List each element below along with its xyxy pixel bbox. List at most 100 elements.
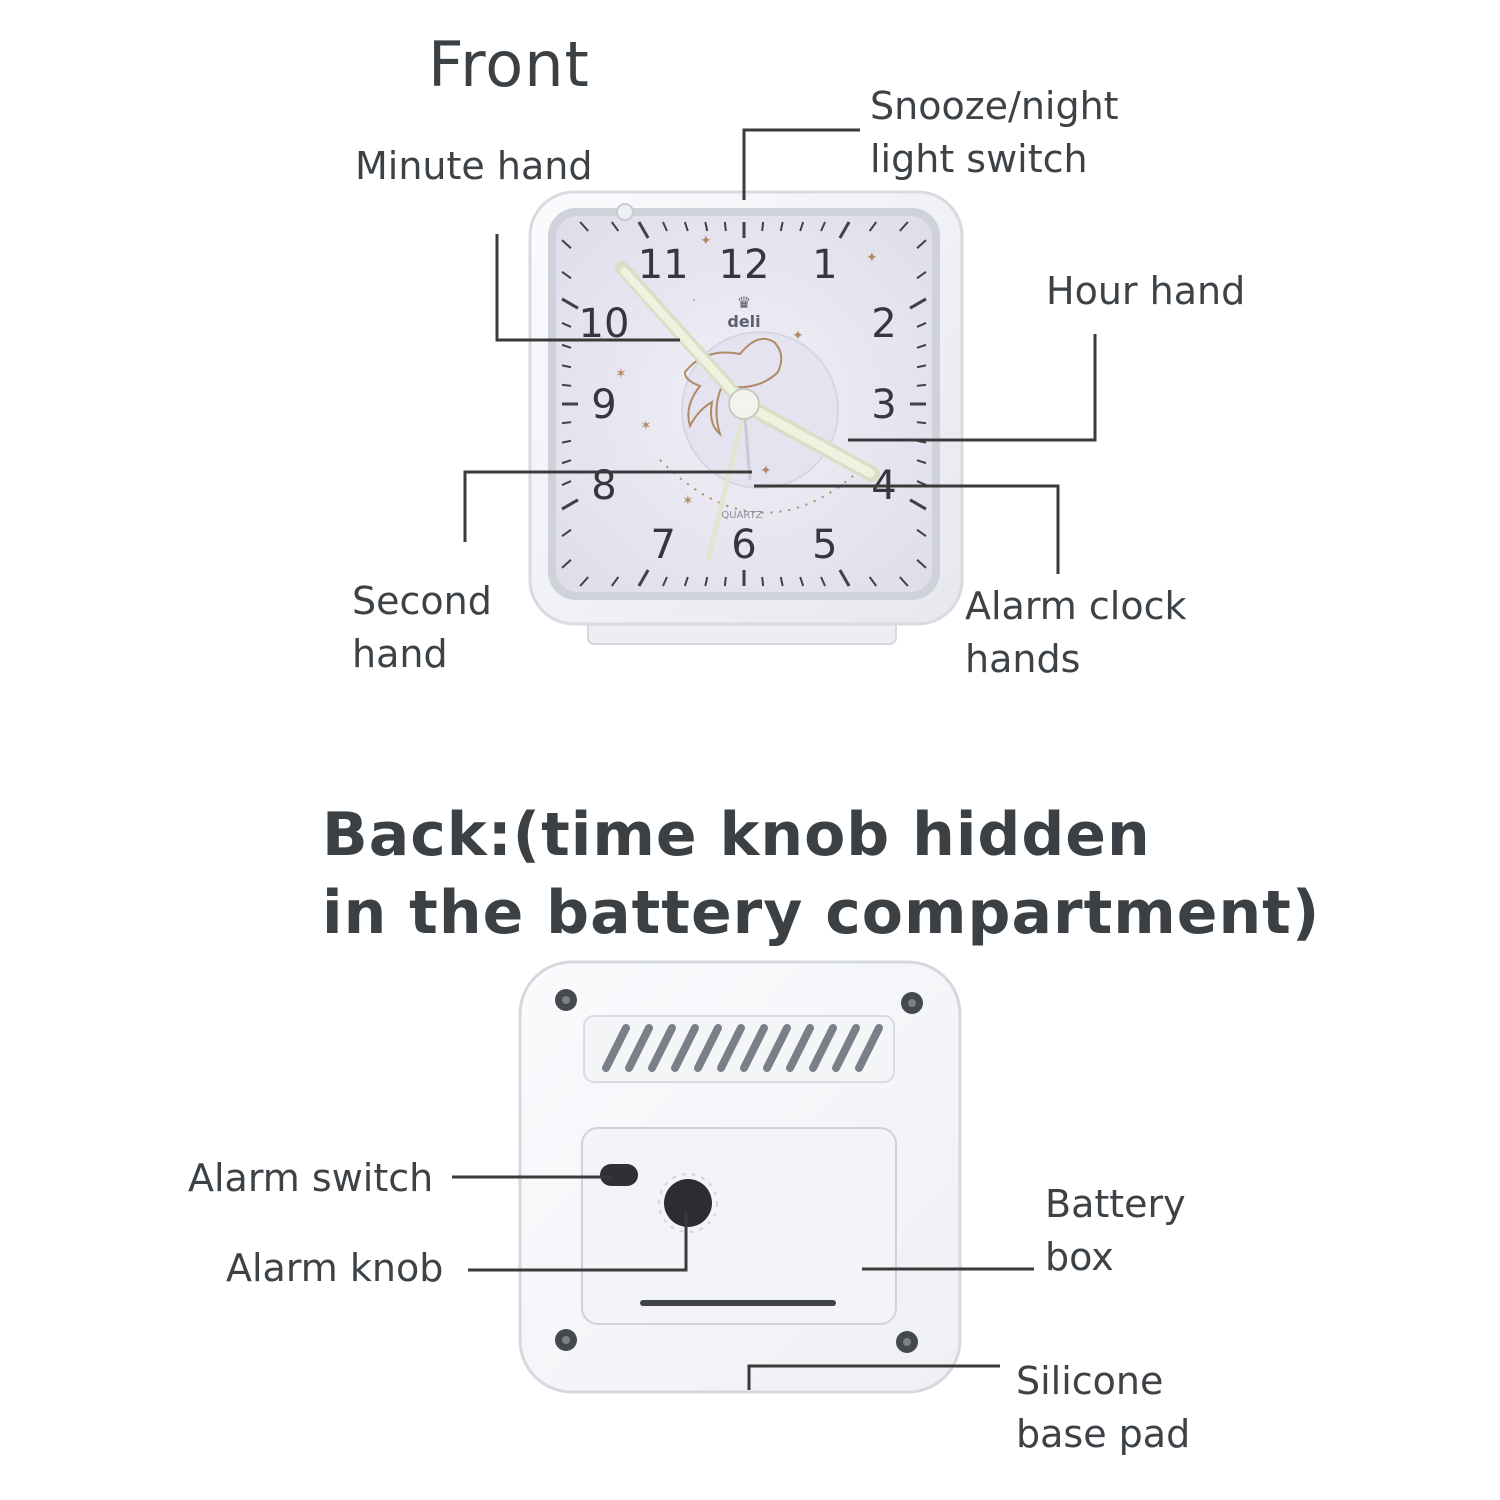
dial-tick bbox=[683, 576, 689, 587]
dial-tick bbox=[561, 439, 572, 444]
dial-tick bbox=[561, 322, 572, 328]
second-hand-label: Second hand bbox=[352, 579, 492, 677]
alarm-hands-leader bbox=[754, 484, 1060, 574]
dial-tick bbox=[909, 297, 927, 310]
cat-illustration bbox=[683, 338, 783, 437]
grille-slot bbox=[740, 1024, 768, 1072]
dial-tick bbox=[916, 364, 927, 369]
dial-tick bbox=[662, 576, 668, 587]
svg-text:✶: ✶ bbox=[682, 493, 694, 509]
back-title: Back:(time knob hidden in the battery co… bbox=[322, 800, 1321, 948]
svg-text:✦: ✦ bbox=[792, 328, 804, 344]
dial-tick bbox=[704, 221, 709, 232]
svg-text:✦: ✦ bbox=[760, 463, 772, 479]
alarm-switch-label: Alarm switch bbox=[188, 1156, 434, 1200]
dial-tick bbox=[916, 322, 927, 328]
hour-hand-inner bbox=[739, 399, 875, 478]
svg-text:✦: ✦ bbox=[866, 250, 878, 266]
dial-tick bbox=[909, 498, 927, 511]
dial-tick bbox=[704, 576, 709, 587]
dial-tick bbox=[838, 221, 851, 239]
dial-tick bbox=[561, 383, 572, 387]
dial-tick bbox=[916, 459, 927, 465]
svg-text:·: · bbox=[692, 293, 696, 309]
dial-tick bbox=[916, 270, 927, 280]
dial-tick bbox=[637, 221, 650, 239]
alarm-knob bbox=[664, 1179, 712, 1227]
quartz-label: QUARTZ bbox=[721, 510, 762, 521]
back-screws bbox=[555, 989, 923, 1353]
dial-tick bbox=[799, 576, 805, 587]
snooze-leader bbox=[742, 128, 860, 200]
dial-tick bbox=[610, 576, 620, 587]
dial-tick bbox=[916, 383, 927, 387]
front-leader-lines bbox=[463, 128, 1097, 574]
dial-tick bbox=[561, 459, 572, 465]
dial-tick bbox=[820, 221, 826, 232]
dial-tick bbox=[561, 364, 572, 369]
dial-tick bbox=[916, 480, 927, 486]
grille-slot bbox=[602, 1024, 630, 1072]
dial-numeral: 9 bbox=[591, 382, 616, 428]
second-hand-leader bbox=[463, 470, 752, 542]
grille-slot bbox=[786, 1024, 814, 1072]
hand-hub bbox=[728, 388, 760, 420]
alarm-hands-label: Alarm clock hands bbox=[965, 584, 1187, 682]
base-pad-label: Silicone base pad bbox=[1016, 1359, 1191, 1457]
dial-tick bbox=[683, 221, 689, 232]
grille-slot bbox=[855, 1024, 883, 1072]
alarm-knob-label: Alarm knob bbox=[226, 1246, 444, 1290]
dial-tick bbox=[899, 221, 909, 232]
brand-mark: ♛ bbox=[737, 293, 751, 312]
dial-tick bbox=[899, 576, 909, 587]
battery-compartment bbox=[581, 1127, 897, 1325]
minute-hand-inner bbox=[620, 267, 748, 408]
grille-slot bbox=[809, 1024, 837, 1072]
battery-door-tab bbox=[640, 1300, 836, 1306]
dial-tick bbox=[561, 421, 572, 425]
dial-tick bbox=[610, 221, 620, 232]
dial-tick bbox=[561, 480, 572, 486]
base-pad-leader bbox=[747, 1364, 1000, 1390]
grille-slot bbox=[694, 1024, 722, 1072]
dial-tick bbox=[868, 576, 878, 587]
dial-tick bbox=[561, 528, 572, 538]
dial-tick bbox=[561, 270, 572, 280]
grille-slots bbox=[602, 1024, 883, 1072]
svg-text:✶: ✶ bbox=[640, 418, 652, 434]
snooze-button bbox=[616, 203, 634, 221]
dial-tick bbox=[916, 559, 927, 569]
alarm-switch bbox=[600, 1164, 638, 1186]
dial-numeral: 5 bbox=[812, 522, 837, 568]
dial-tick bbox=[561, 498, 579, 511]
dial-tick bbox=[916, 528, 927, 538]
grille-slot bbox=[763, 1024, 791, 1072]
second-hand bbox=[705, 401, 749, 563]
grille-slot bbox=[671, 1024, 699, 1072]
grille-slot bbox=[717, 1024, 745, 1072]
back-leader-lines bbox=[452, 1175, 1034, 1390]
brand-logo: deli bbox=[727, 312, 760, 331]
dial-tick bbox=[799, 221, 805, 232]
dial-tick bbox=[561, 559, 572, 569]
star-decorations: ✦ ✦ ✶ ✶ ✶ · ✦ ✦ bbox=[615, 233, 878, 509]
dial-tick bbox=[637, 569, 650, 587]
dial-tick bbox=[579, 576, 589, 587]
dial-tick bbox=[761, 576, 765, 587]
battery-box-label: Battery box bbox=[1045, 1182, 1186, 1280]
dial-tick bbox=[916, 239, 927, 249]
back-clock bbox=[518, 960, 962, 1394]
dial-numeral: 2 bbox=[871, 301, 896, 347]
dial-tick bbox=[916, 421, 927, 425]
minute-ticks bbox=[561, 221, 927, 587]
dial-numeral: 11 bbox=[638, 242, 689, 288]
dial-tick bbox=[820, 576, 826, 587]
dial-tick bbox=[561, 343, 572, 349]
svg-text:✶: ✶ bbox=[615, 366, 627, 382]
dial-tick bbox=[838, 569, 851, 587]
dial-numeral: 6 bbox=[731, 522, 756, 568]
hour-hand-leader bbox=[848, 334, 1097, 442]
dial-numeral: 3 bbox=[871, 382, 896, 428]
